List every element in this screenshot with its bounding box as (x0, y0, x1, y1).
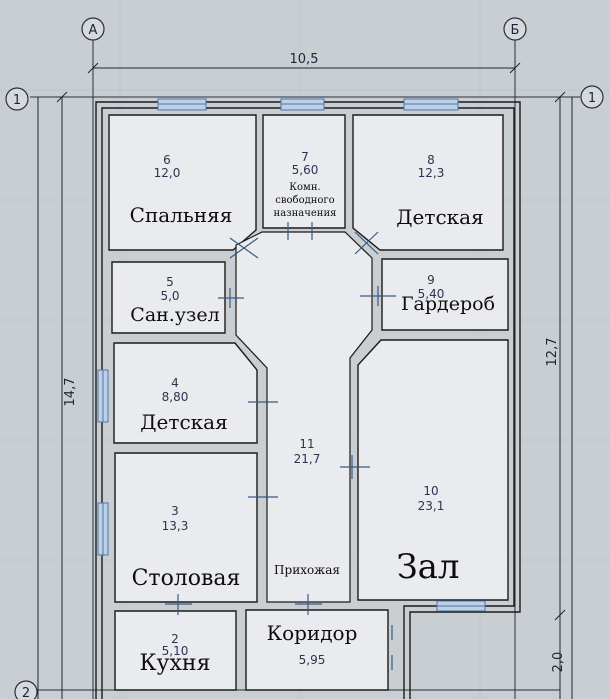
room-7-name-line-3: назначения (274, 208, 337, 219)
room-7-outline (262, 114, 346, 229)
door-marks (165, 222, 396, 670)
room-4-name: Детская (140, 410, 227, 434)
dimension-width-label: 10,5 (290, 52, 319, 67)
axis-marker-a: А (81, 17, 105, 41)
room-3-number: 3 (171, 504, 179, 518)
dimension-left (37, 91, 68, 699)
room-7-number: 7 (301, 150, 309, 164)
room-7-name-line-1: Комн. (289, 182, 320, 193)
room-6-outline (108, 114, 257, 251)
room-8-name: Детская (396, 205, 483, 229)
room-11-number: 11 (299, 437, 314, 451)
axis-lines (30, 40, 580, 699)
room-5-area: 5,0 (160, 289, 179, 303)
room-11-name: Прихожая (274, 563, 340, 577)
room-9-outline (381, 258, 509, 331)
dimension-left-label: 14,7 (63, 378, 78, 407)
room-5-name: Сан.узел (130, 304, 219, 326)
room-2-area: 5,10 (162, 644, 189, 658)
corridor-name: Коридор (267, 621, 358, 645)
room-6-area: 12,0 (154, 166, 181, 180)
room-6-number: 6 (163, 153, 171, 167)
axis-b-label: Б (511, 23, 520, 38)
exterior-walls (95, 101, 521, 699)
room-2-outline (114, 610, 237, 691)
room-3-outline (114, 452, 258, 603)
room-9-area: 5,40 (418, 287, 445, 301)
room-8-outline (352, 114, 504, 251)
dimension-corridor-label: 2,0 (551, 652, 566, 673)
windows (97, 98, 486, 612)
room-8-number: 8 (427, 153, 435, 167)
room-4-number: 4 (171, 376, 179, 390)
axis-marker-1-right: 1 (580, 85, 604, 109)
axis-2-left-label: 2 (22, 686, 30, 699)
room-5-number: 5 (166, 275, 174, 289)
dimension-right-label: 12,7 (545, 338, 560, 367)
axis-a-label: А (89, 23, 98, 38)
room-3-name: Столовая (132, 566, 241, 591)
room-walls (108, 114, 509, 691)
axis-1-left-label: 1 (13, 93, 21, 108)
room-9-name: Гардероб (401, 293, 495, 315)
room-3-area: 13,3 (162, 519, 189, 533)
dimension-top (87, 62, 521, 74)
corridor-area: 5,95 (299, 653, 326, 667)
room-7-name-line-2: свободного (275, 195, 334, 206)
axis-marker-1-left: 1 (5, 87, 29, 111)
room-10-outline (357, 339, 509, 601)
room-4-area: 8,80 (162, 390, 189, 404)
corridor-outline (245, 609, 389, 691)
room-7-area: 5,60 (292, 163, 319, 177)
axis-1-right-label: 1 (588, 91, 596, 106)
room-8-area: 12,3 (418, 166, 445, 180)
room-10-area: 23,1 (418, 499, 445, 513)
room-10-number: 10 (423, 484, 438, 498)
room-11-area: 21,7 (294, 452, 321, 466)
room-9-number: 9 (427, 273, 435, 287)
axis-marker-2-left: 2 (14, 680, 38, 699)
room-6-name: Спальняя (130, 203, 233, 227)
axis-marker-b: Б (503, 17, 527, 41)
room-10-name: Зал (396, 547, 459, 587)
room-2-number: 2 (171, 632, 179, 646)
room-5-outline (111, 261, 226, 334)
room-4-outline (113, 342, 258, 444)
room-11-outline (235, 231, 373, 603)
room-2-name: Кухня (140, 651, 211, 676)
dimension-right (554, 91, 573, 699)
